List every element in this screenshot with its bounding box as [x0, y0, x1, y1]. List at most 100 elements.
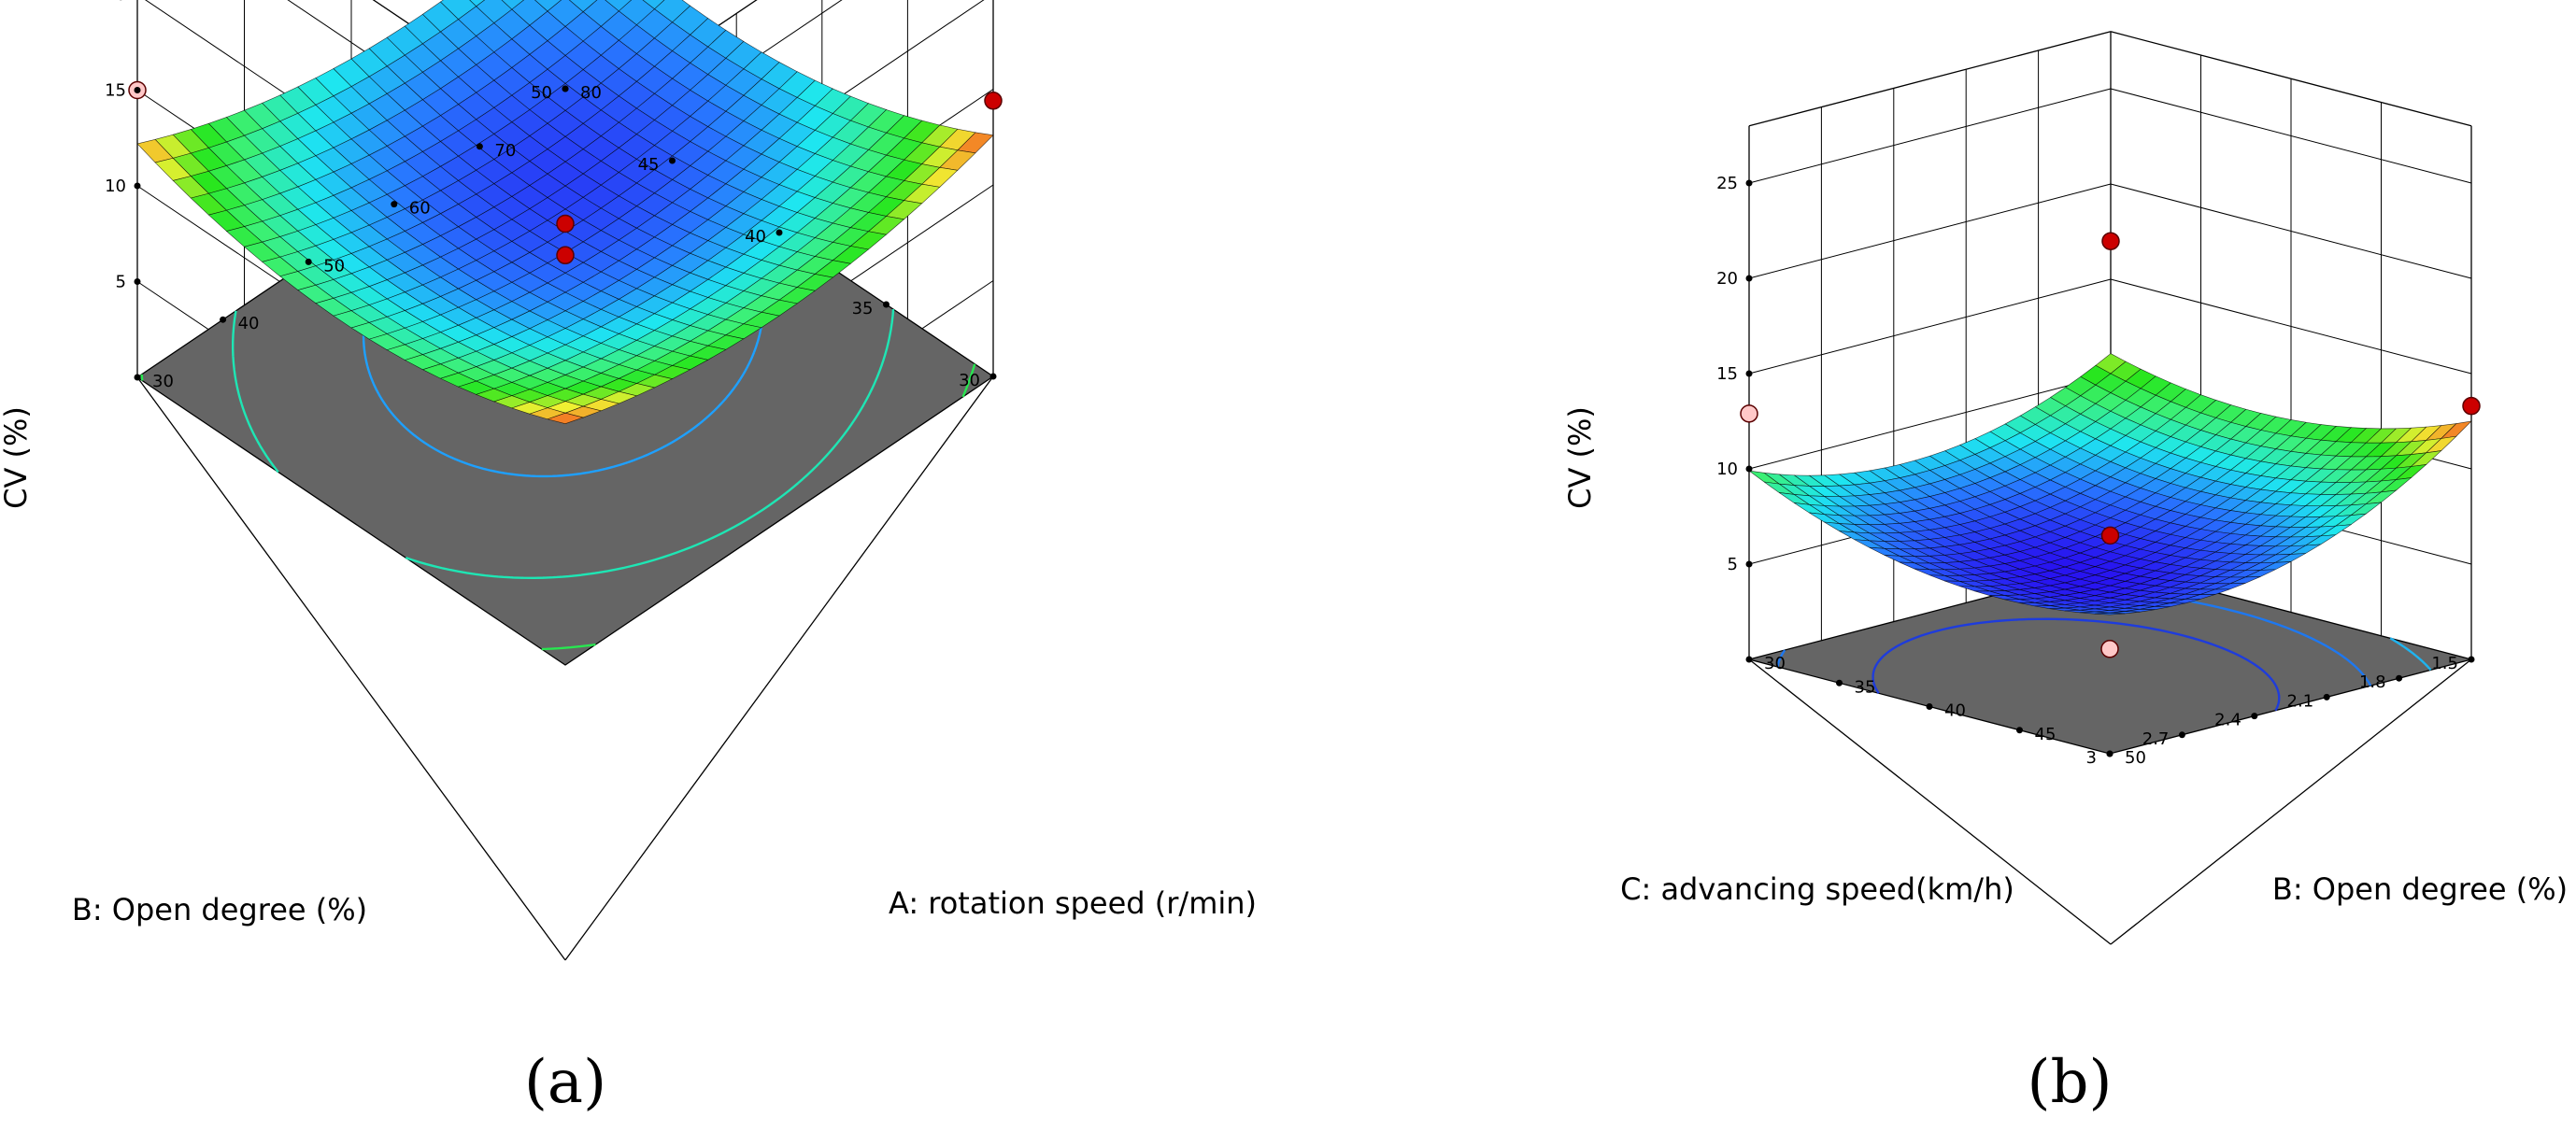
- panel-b-x-tick-label: 30: [1764, 654, 1786, 673]
- panel-a-x-axis-label: A: rotation speed (r/min): [889, 885, 1257, 921]
- panel-a-z-axis-label: CV (%): [0, 406, 34, 509]
- panel-b-z-tick-label: 20: [1716, 269, 1738, 289]
- panel-b-x-axis-label: B: Open degree (%): [2272, 871, 2568, 907]
- panel-b-y-tick-label: 1.8: [2359, 672, 2386, 692]
- panel-b-wall-grid-z: [2110, 183, 2472, 279]
- panel-a-x-tick-dot: [134, 374, 141, 381]
- panel-b-design-point: [2100, 526, 2120, 545]
- panel-a-z-tick-dot: [134, 87, 141, 93]
- panel-b-z-tick-dot: [1745, 179, 1753, 187]
- panel-a-contour-line: [231, 308, 895, 580]
- panel-b-y-axis-line: [1748, 658, 2112, 945]
- panel-b-label: (b): [2028, 1048, 2113, 1117]
- panel-a-x-axis-line: [564, 375, 994, 961]
- panel-b-z-tick-dot: [1745, 560, 1753, 568]
- panel-b-y-tick-dot: [2251, 713, 2258, 720]
- panel-a-x-tick-label: 30: [152, 372, 174, 391]
- panel-b-design-point: [1740, 404, 1758, 423]
- panel-b-design-point: [2462, 396, 2481, 416]
- panel-a-design-point: [556, 214, 575, 233]
- panel-a-x-tick-dot: [305, 258, 312, 265]
- panel-b-design-point: [2101, 232, 2120, 250]
- panel-a-x-tick-label: 40: [238, 314, 260, 333]
- panel-a-y-tick-label: 35: [852, 299, 874, 318]
- panel-b-x-tick-label: 35: [1855, 677, 1876, 697]
- panel-b-y-tick-label: 2.7: [2142, 729, 2170, 749]
- panel-b-surface-patch: [2094, 612, 2126, 615]
- panel-a-contour-line: [140, 363, 976, 651]
- panel-a-z-tick-label: 10: [105, 177, 126, 196]
- panel-b-top-edge-y: [1748, 31, 2112, 127]
- panel-b-y-tick-dot: [2396, 674, 2403, 682]
- panel-a-x-tick-label: 80: [580, 83, 602, 103]
- panel-b-x-tick-dot: [1926, 703, 1933, 710]
- panel-b-x-tick-label: 50: [2125, 748, 2146, 768]
- panel-b-z-tick-label: 10: [1716, 460, 1738, 479]
- panel-b-y-tick-dot: [2106, 750, 2113, 757]
- panel-a-x-tick-label: 50: [323, 256, 345, 276]
- panel-a-surface-patch: [136, 138, 174, 163]
- panel-a-y-tick-label: 40: [745, 227, 766, 247]
- panel-b-wall-grid-z: [2110, 278, 2472, 375]
- panel-b-y-tick-label: 3: [2086, 748, 2097, 768]
- panel-a-chart: 3040506070803035404550510152025A: rotati…: [0, 0, 1257, 961]
- panel-a-y-axis-line: [136, 376, 566, 961]
- panel-a-surface-patch: [469, 0, 486, 7]
- panel-b-z-tick-dot: [1745, 275, 1753, 282]
- panel-b-x-tick-dot: [1745, 656, 1753, 663]
- panel-b-wall-grid-z: [1748, 88, 2112, 184]
- panel-a-z-tick-label: 20: [105, 0, 126, 5]
- panel-b-surface: [1748, 353, 2472, 615]
- panel-b-y-axis-label: C: advancing speed(km/h): [1620, 871, 2014, 907]
- panel-b-design-points: [1740, 232, 2481, 658]
- panel-b-wall-grid-z: [1748, 183, 2112, 279]
- panel-b-y-tick-label: 2.1: [2287, 691, 2314, 711]
- panel-b-x-tick-dot: [1836, 679, 1843, 686]
- panel-a-x-tick-label: 60: [409, 199, 431, 219]
- panel-a-y-tick-dot: [776, 229, 783, 236]
- panel-a-y-tick-dot: [883, 301, 890, 308]
- panel-a-y-tick-label: 30: [959, 371, 980, 390]
- panel-b-contour-line: [1872, 617, 2281, 712]
- panel-b-y-tick-dot: [2323, 693, 2330, 700]
- panel-b-z-tick-label: 5: [1728, 555, 1738, 574]
- panel-a-y-tick-label: 45: [638, 155, 660, 175]
- panel-b-x-tick-label: 45: [2035, 725, 2057, 744]
- panel-b-x-tick-dot: [2016, 727, 2023, 734]
- panel-b-wall-grid-z: [1748, 374, 2112, 470]
- panel-b-wall-grid-z: [1748, 278, 2112, 375]
- panel-b-z-tick-label: 25: [1716, 174, 1738, 193]
- panel-a-y-tick-dot: [669, 157, 676, 164]
- panel-b-z-axis-label: CV (%): [1562, 406, 1598, 509]
- panel-a-label: (a): [524, 1048, 606, 1117]
- panel-a-x-tick-dot: [220, 316, 227, 323]
- panel-a-y-tick-label: 50: [531, 83, 552, 103]
- panel-a-z-tick-dot: [134, 182, 141, 190]
- panel-a-z-tick-dot: [134, 278, 141, 285]
- panel-a-z-tick-label: 5: [116, 273, 126, 292]
- panel-a-surface: [136, 0, 994, 425]
- panel-b-z-tick-dot: [1745, 465, 1753, 473]
- panel-b-wall-grid-z: [2110, 88, 2472, 184]
- panel-a-design-point: [556, 246, 575, 265]
- panel-b-y-tick-label: 2.4: [2214, 711, 2242, 730]
- panel-b-x-tick-label: 40: [1944, 701, 1966, 721]
- panel-b-z-tick-dot: [1745, 370, 1753, 377]
- panel-a-y-tick-dot: [989, 373, 997, 380]
- panel-b-y-tick-label: 1.5: [2431, 654, 2458, 673]
- panel-a-surface-patch: [501, 0, 524, 10]
- panel-a-z-tick-label: 15: [105, 81, 126, 101]
- panel-b-y-tick-dot: [2468, 656, 2475, 663]
- panel-b-z-tick-label: 15: [1716, 364, 1738, 384]
- panel-a-y-axis-label: B: Open degree (%): [72, 892, 367, 927]
- panel-a-x-tick-label: 70: [494, 141, 516, 161]
- panel-a-x-tick-dot: [391, 201, 398, 208]
- panel-b-design-point: [2100, 640, 2119, 658]
- panel-a-design-point: [984, 92, 1003, 110]
- panel-a-x-tick-dot: [476, 143, 483, 150]
- panel-a-y-tick-dot: [562, 85, 569, 92]
- panel-a-design-points: [128, 80, 1003, 265]
